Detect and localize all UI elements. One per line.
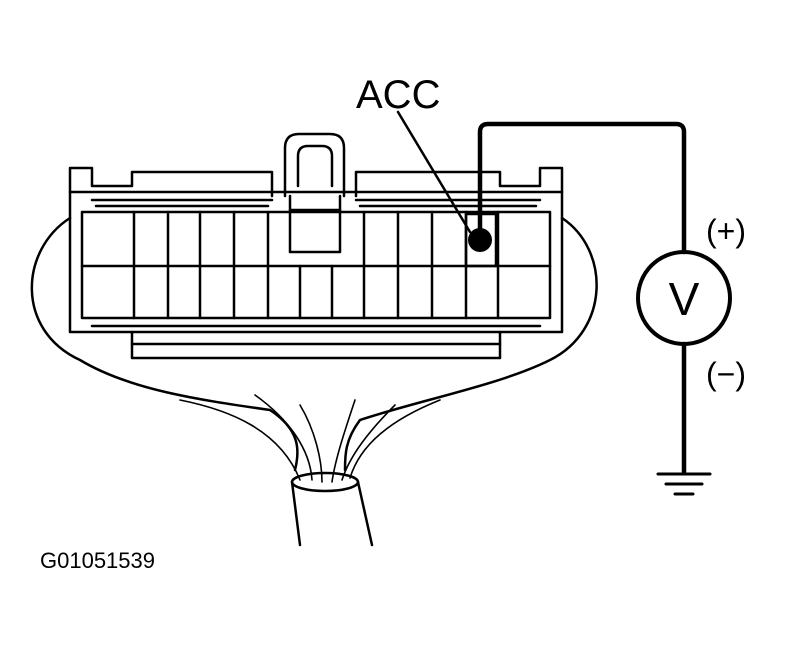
acc-leader-line	[396, 110, 472, 234]
positive-polarity-label: (+)	[706, 213, 746, 249]
cable-sheath	[290, 471, 374, 547]
connector-latch	[283, 132, 346, 254]
figure-id: G01051539	[40, 548, 155, 573]
positive-test-lead	[477, 121, 687, 255]
ground-icon	[656, 472, 712, 496]
voltmeter-icon: V	[636, 250, 732, 346]
negative-polarity-label: (−)	[706, 356, 746, 392]
voltmeter-symbol: V	[669, 273, 700, 325]
wire-strands	[179, 394, 441, 483]
connector-body	[68, 132, 564, 360]
acc-terminal-label: ACC	[356, 73, 440, 117]
